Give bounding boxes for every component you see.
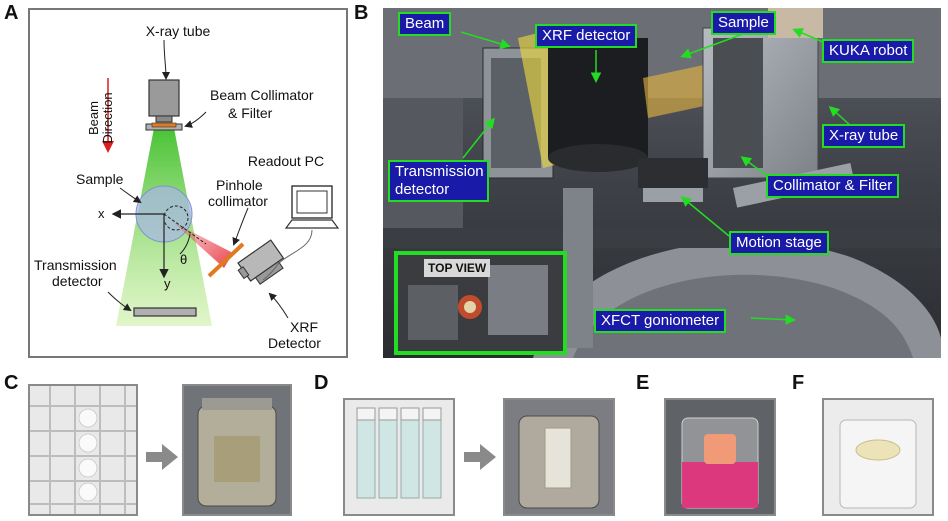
label-xrf-detector-photo: XRF detector xyxy=(535,24,638,48)
photo-f-clear-jar xyxy=(822,398,934,516)
label-pinhole-2: collimator xyxy=(208,193,268,209)
label-readout-pc: Readout PC xyxy=(248,153,324,169)
label-transmission-line-1: Transmission xyxy=(395,163,484,180)
axis-y-label: y xyxy=(164,276,171,291)
top-view-label: TOP VIEW xyxy=(424,259,491,277)
pinhole-collimator xyxy=(207,242,245,278)
photo-c-grid-samples xyxy=(28,384,138,516)
panel-letter-f: F xyxy=(792,372,805,394)
photo-label-arrows xyxy=(460,28,852,325)
fluorescence-cone xyxy=(173,222,233,268)
label-transmission-2: detector xyxy=(52,273,103,289)
label-xray-tube-photo: X-ray tube xyxy=(822,124,906,148)
photo-d-jar xyxy=(503,398,615,516)
label-transmission-line-2: detector xyxy=(395,181,450,198)
label-beam-collimator-2: & Filter xyxy=(228,105,273,121)
label-xfct-goniometer: XFCT goniometer xyxy=(594,309,727,333)
readout-pc-icon xyxy=(284,185,340,229)
label-xrf-1: XRF xyxy=(290,319,318,335)
photo-c-jar xyxy=(182,384,292,516)
label-transmission-1: Transmission xyxy=(34,257,117,273)
photo-e-pink-jar xyxy=(664,398,776,516)
panel-letter-d: D xyxy=(314,372,329,394)
xrf-detector-photo xyxy=(548,38,648,172)
panel-letter-c: C xyxy=(4,372,19,394)
panel-letter-b: B xyxy=(354,2,369,24)
arrow-d xyxy=(464,444,496,470)
beam-direction-label-1: Beam xyxy=(86,101,101,135)
panel-letter-e: E xyxy=(636,372,650,394)
label-sample: Sample xyxy=(76,171,124,187)
label-xray-tube: X-ray tube xyxy=(146,23,211,39)
transmission-detector xyxy=(133,307,197,317)
label-beam-photo: Beam xyxy=(398,12,452,36)
xrf-detector xyxy=(237,239,285,285)
xray-tube-box xyxy=(148,79,180,117)
beam-direction-label-2: Direction xyxy=(100,92,115,143)
label-xrf-2: Detector xyxy=(268,335,321,351)
label-collimator-filter-photo: Collimator & Filter xyxy=(766,174,900,198)
label-kuka-robot: KUKA robot xyxy=(822,39,915,63)
label-motion-stage: Motion stage xyxy=(729,231,829,255)
top-view-inset: TOP VIEW xyxy=(394,251,567,355)
photo-d-vials xyxy=(343,398,455,516)
label-transmission-detector-photo: Transmission detector xyxy=(388,160,489,202)
axis-x-label: x xyxy=(98,206,105,221)
theta-label: θ xyxy=(180,252,187,267)
label-sample-photo: Sample xyxy=(711,11,776,35)
label-pinhole-1: Pinhole xyxy=(216,177,263,193)
schematic-diagram: Beam Direction x y θ X-ray tube Beam Col… xyxy=(28,8,348,358)
panel-letter-a: A xyxy=(4,2,19,24)
label-beam-collimator-1: Beam Collimator xyxy=(210,87,314,103)
arrow-c xyxy=(146,444,178,470)
